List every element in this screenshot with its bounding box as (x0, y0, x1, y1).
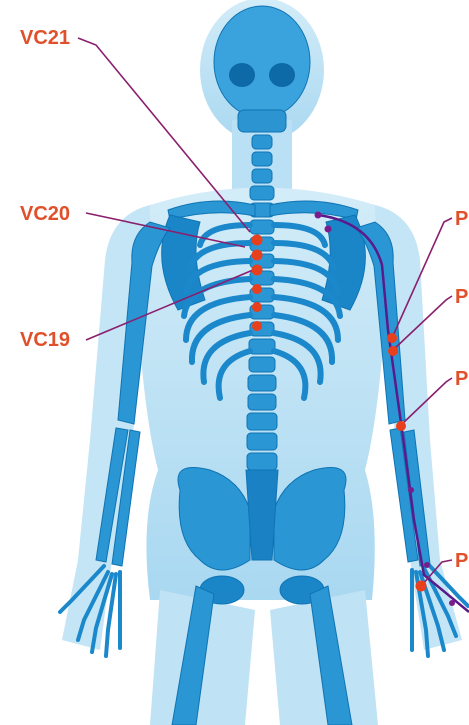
acupoint-dot (252, 302, 262, 312)
sacrum (246, 470, 278, 560)
acupoint-dot (252, 321, 262, 331)
meridian-marker (424, 562, 430, 568)
label-vc19: VC19 (20, 329, 70, 351)
acupoint-dot (416, 581, 427, 592)
meridian-marker (315, 212, 322, 219)
meridian-marker (449, 600, 455, 606)
eye-socket (269, 63, 295, 87)
label-p-lower: P (455, 550, 468, 572)
jaw (238, 110, 286, 132)
label-vc21: VC21 (20, 27, 70, 49)
label-p-upper: P (455, 208, 468, 230)
acupoint-dot (252, 235, 263, 246)
acupoint-dot (252, 250, 263, 261)
acupoint-dot (396, 421, 406, 431)
label-vc20: VC20 (20, 203, 70, 225)
eye-socket (229, 63, 255, 87)
acupoint-dot (252, 284, 262, 294)
acupoint-dot (252, 265, 263, 276)
meridian-marker (325, 226, 332, 233)
skull (214, 6, 310, 118)
label-p-mid-upper: P (455, 286, 468, 308)
meridian-marker (408, 487, 414, 493)
acupoint-dot (388, 346, 398, 356)
acupoint-dot (387, 333, 397, 343)
label-p-mid: P (455, 368, 468, 390)
